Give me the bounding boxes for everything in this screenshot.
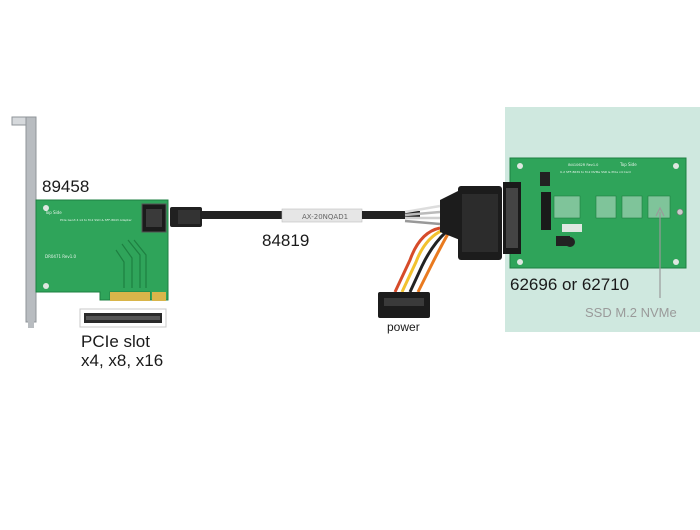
cable-part-number: 84819 <box>262 231 310 250</box>
m2-adapter-board <box>503 157 687 269</box>
power-wires <box>393 226 451 293</box>
adapter-part-numbers: 62696 or 62710 <box>510 275 630 294</box>
adapter-desc-text: U.2 SFF-8639 to M.2 NVMe SSD & PCIe x4 C… <box>560 170 631 174</box>
pcie-slot-widths: x4, x8, x16 <box>81 351 164 370</box>
ssd-pointer-line <box>655 206 665 298</box>
adapter-model-text: IN41062R Rev1.0 <box>568 163 598 167</box>
adapter-top-side-text: Top Side <box>619 162 637 167</box>
pcie-slot-title: PCIe slot <box>81 332 150 351</box>
gold-fingers <box>110 292 166 301</box>
mounting-bracket <box>11 116 37 328</box>
cable-print-text: AX-20NQAD1 <box>302 213 348 221</box>
sata-power-connector <box>378 292 430 318</box>
mini-sas-cable <box>202 204 441 226</box>
card-model-text: DR0471 Rev1.0 <box>45 254 77 259</box>
power-label: power <box>387 320 420 334</box>
mini-sas-plug-card-end <box>170 207 202 227</box>
ssd-label: SSD M.2 NVMe <box>585 305 677 320</box>
card-desc-text: PCIe Gen3 4 x4 to M.2 SSD & SFF-8643 Ada… <box>60 218 132 222</box>
pcie-host-card <box>35 199 169 301</box>
m2-slot <box>541 192 551 230</box>
pcie-slot-graphic <box>79 308 167 328</box>
u2-connector-housing <box>440 186 502 260</box>
card-top-side-text: Top Side <box>44 210 62 215</box>
card-part-number: 89458 <box>42 177 90 196</box>
